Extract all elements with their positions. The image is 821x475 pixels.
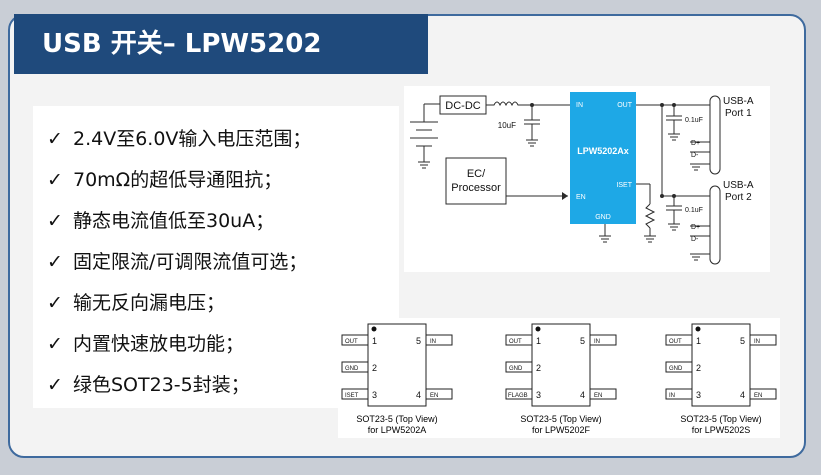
schematic-svg: DC-DC 10uF EC/ Processor IN OUT LPW5202A… [410, 92, 754, 265]
feature-list: ✓2.4V至6.0V输入电压范围； ✓70mΩ的超低导通阻抗； ✓静态电流值低至… [33, 106, 399, 408]
chip-name: LPW5202Ax [577, 146, 629, 156]
svg-text:OUT: OUT [509, 339, 522, 345]
feature-item: ✓内置快速放电功能； [47, 333, 245, 355]
svg-text:GND: GND [509, 366, 523, 372]
input-cap-label: 10uF [498, 121, 516, 130]
svg-text:IN: IN [594, 339, 600, 345]
ec-label-2: Processor [451, 182, 501, 194]
pin-in-label: IN [576, 102, 583, 109]
check-icon: ✓ [47, 169, 63, 191]
cap1-label: 0.1uF [685, 117, 703, 124]
svg-text:OUT: OUT [669, 339, 682, 345]
svg-text:IN: IN [669, 393, 675, 399]
feature-item: ✓静态电流值低至30uA； [47, 210, 275, 232]
feature-item: ✓70mΩ的超低导通阻抗； [47, 169, 283, 191]
svg-text:3: 3 [372, 390, 377, 400]
check-icon: ✓ [47, 128, 63, 150]
feature-item: ✓固定限流/可调限流值可选； [47, 251, 308, 273]
svg-text:4: 4 [740, 390, 745, 400]
port1-label-1: USB-A [723, 96, 754, 107]
dminus-label-2: D- [691, 236, 699, 243]
svg-text:GND: GND [345, 366, 359, 372]
svg-text:1: 1 [696, 336, 701, 346]
application-schematic: DC-DC 10uF EC/ Processor IN OUT LPW5202A… [404, 86, 770, 272]
cap2-label: 0.1uF [685, 207, 703, 214]
feature-item: ✓绿色SOT23-5封装； [47, 374, 250, 396]
package-caption: SOT23-5 (Top View) [356, 414, 437, 424]
check-icon: ✓ [47, 374, 63, 396]
svg-text:4: 4 [580, 390, 585, 400]
package-lpw5202f: OUT GND FLAGB IN EN 1 2 3 5 4 SOT23-5 (T… [505, 323, 617, 435]
package-caption: for LPW5202F [532, 425, 591, 435]
dminus-label-1: D- [691, 152, 699, 159]
lpw5202-chip [570, 92, 636, 224]
usb-port-2 [709, 185, 721, 265]
svg-text:GND: GND [669, 366, 683, 372]
package-caption: SOT23-5 (Top View) [680, 414, 761, 424]
dcdc-label: DC-DC [445, 100, 480, 112]
svg-text:EN: EN [594, 393, 602, 399]
svg-text:OUT: OUT [345, 339, 358, 345]
check-icon: ✓ [47, 292, 63, 314]
feature-item: ✓2.4V至6.0V输入电压范围； [47, 128, 312, 150]
pin-en-label: EN [576, 194, 586, 201]
svg-text:EN: EN [754, 393, 762, 399]
package-caption: for LPW5202S [692, 425, 751, 435]
svg-text:2: 2 [696, 363, 701, 373]
svg-text:EN: EN [430, 393, 438, 399]
slide-title: USB 开关– LPW5202 [14, 14, 428, 74]
package-lpw5202a: OUT GND ISET IN EN 1 2 3 5 4 SOT23-5 (To… [341, 323, 453, 435]
usb-port-1 [709, 95, 721, 175]
svg-text:2: 2 [536, 363, 541, 373]
port1-label-2: Port 1 [725, 108, 752, 119]
pinouts-svg: OUT GND ISET IN EN 1 2 3 5 4 SOT23-5 (To… [341, 323, 777, 435]
svg-text:1: 1 [536, 336, 541, 346]
port2-label-1: USB-A [723, 180, 754, 191]
svg-text:3: 3 [696, 390, 701, 400]
svg-text:IN: IN [430, 339, 436, 345]
package-lpw5202s: OUT GND IN IN EN 1 2 3 5 4 SOT23-5 (Top … [665, 323, 777, 435]
svg-text:ISET: ISET [345, 393, 359, 399]
check-icon: ✓ [47, 210, 63, 232]
svg-text:5: 5 [416, 336, 421, 346]
package-caption: SOT23-5 (Top View) [520, 414, 601, 424]
feature-item: ✓输无反向漏电压； [47, 292, 226, 314]
ec-label-1: EC/ [467, 168, 486, 180]
svg-text:5: 5 [580, 336, 585, 346]
svg-text:3: 3 [536, 390, 541, 400]
dplus-label-2: D+ [691, 224, 700, 231]
svg-text:5: 5 [740, 336, 745, 346]
pin-gnd-label: GND [595, 214, 611, 221]
svg-text:1: 1 [372, 336, 377, 346]
check-icon: ✓ [47, 333, 63, 355]
pin-out-label: OUT [617, 102, 633, 109]
svg-text:4: 4 [416, 390, 421, 400]
pin-iset-label: ISET [616, 182, 632, 189]
svg-text:2: 2 [372, 363, 377, 373]
svg-text:IN: IN [754, 339, 760, 345]
dplus-label-1: D+ [691, 140, 700, 147]
package-pinouts: OUT GND ISET IN EN 1 2 3 5 4 SOT23-5 (To… [338, 318, 780, 438]
svg-text:FLAGB: FLAGB [508, 393, 528, 399]
check-icon: ✓ [47, 251, 63, 273]
package-caption: for LPW5202A [368, 425, 427, 435]
port2-label-2: Port 2 [725, 192, 752, 203]
